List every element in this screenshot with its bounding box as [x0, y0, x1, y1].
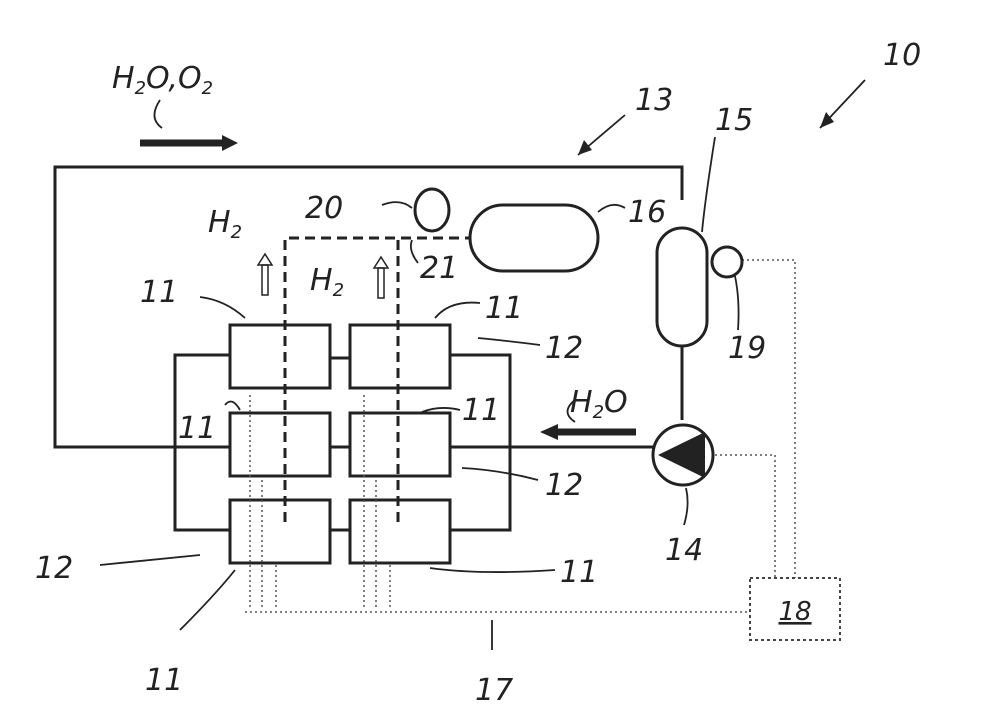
component-20: [415, 189, 449, 231]
leader-14: [684, 488, 688, 525]
leader-16: [598, 205, 625, 212]
leader-15: [702, 137, 715, 232]
label-10: 10: [883, 38, 921, 73]
return-flow-label: H2O,O2: [112, 61, 213, 99]
sensor-circle: [712, 247, 742, 277]
electrolysis-unit-r3c1: [230, 500, 330, 563]
hydrogen-up-arrow-right: [374, 257, 388, 298]
label-12-top: 12: [545, 331, 583, 366]
signal-line-sensor: [742, 260, 795, 578]
leader-11-d: [422, 408, 460, 412]
electrolysis-unit-r2c2: [350, 413, 450, 476]
leader-12-c: [100, 555, 200, 565]
leader-20: [382, 202, 412, 208]
label-21: 21: [420, 251, 458, 286]
label-19: 19: [728, 331, 766, 366]
label-15: 15: [715, 103, 753, 138]
label-11-bottom-left: 11: [145, 663, 183, 698]
leader-11-e: [430, 568, 555, 572]
hydrogen-up-arrow-left: [258, 254, 272, 295]
leader-13-head: [578, 140, 592, 155]
label-11-top-left: 11: [140, 275, 178, 310]
leader-11-a: [200, 297, 245, 318]
leader-11-f: [180, 570, 235, 630]
electrolysis-unit-r1c1: [230, 325, 330, 388]
return-flow-arrow: [140, 135, 238, 151]
electrolysis-unit-r3c2: [350, 500, 450, 563]
hydrogen-label-right: H2: [310, 263, 344, 301]
electrolysis-unit-r2c1: [230, 413, 330, 476]
feed-flow-arrow: [540, 424, 636, 440]
label-11-bottom-right: 11: [560, 555, 598, 590]
hydrogen-label-left: H2: [208, 205, 242, 243]
label-12-left: 12: [35, 551, 73, 586]
label-14: 14: [665, 533, 703, 568]
label-12-mid: 12: [545, 468, 583, 503]
hydrogen-tank: [470, 205, 598, 271]
electrolysis-unit-r1c2: [350, 325, 450, 388]
leader-12-b: [462, 468, 538, 480]
label-17: 17: [475, 673, 513, 708]
right-manifold: [450, 355, 510, 530]
signal-line-pump: [715, 455, 775, 578]
label-11-top-right: 11: [485, 291, 523, 326]
column-links: [330, 358, 350, 530]
label-16: 16: [628, 195, 666, 230]
leader-11-c: [225, 401, 240, 410]
label-20: 20: [305, 191, 343, 226]
gas-separator: [657, 228, 707, 346]
leader-h2o-o2: [154, 100, 162, 128]
leader-19: [735, 276, 739, 330]
label-11-mid-left: 11: [178, 411, 216, 446]
leader-12-a: [478, 338, 540, 345]
label-13: 13: [635, 83, 673, 118]
label-11-mid-right: 11: [462, 393, 500, 428]
controller-label: 18: [778, 597, 811, 627]
leader-11-b: [435, 303, 480, 318]
leader-21: [411, 240, 418, 263]
feed-flow-label: H2O: [570, 385, 628, 423]
